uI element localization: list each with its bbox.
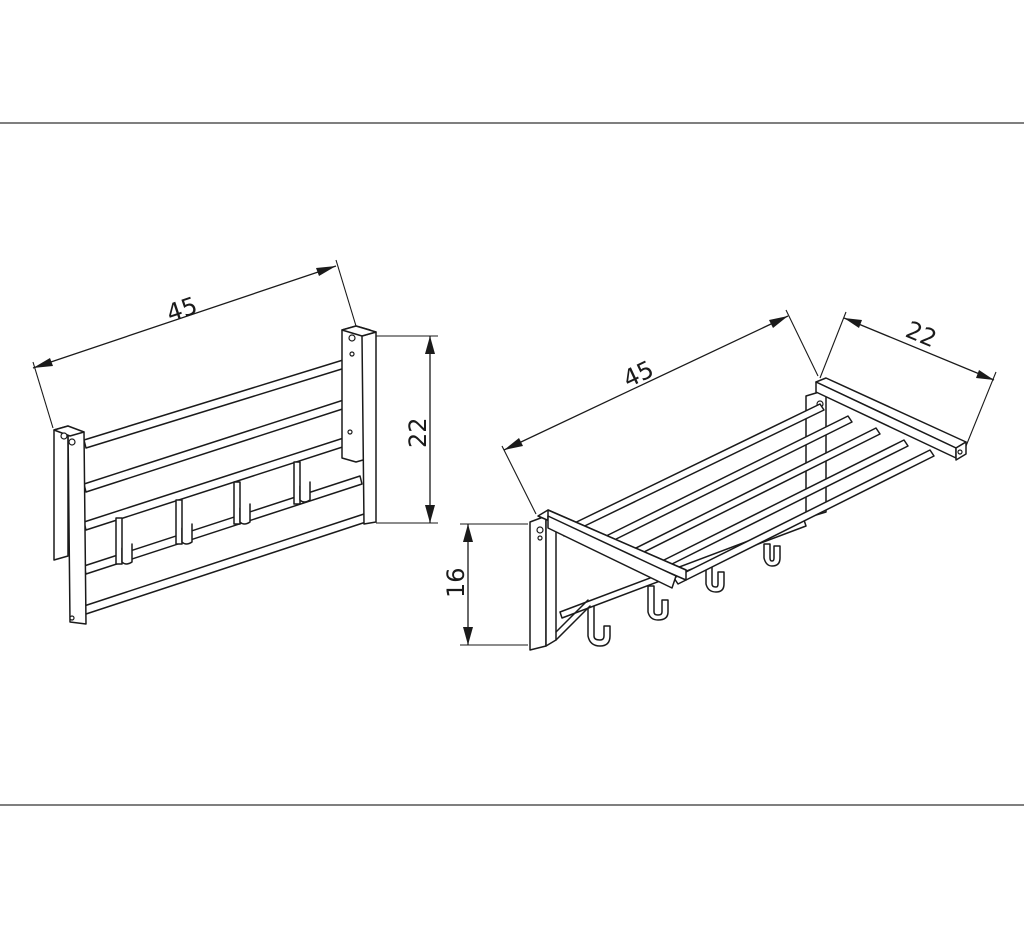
- front-view-rails: [83, 355, 367, 615]
- perspective-depth-label: 22: [902, 316, 941, 354]
- perspective-hooks: [587, 543, 781, 647]
- front-view-left-plate: [53, 425, 87, 625]
- front-height-label: 22: [404, 417, 432, 448]
- front-view-height-dimension: 22: [376, 335, 438, 524]
- perspective-near-arm: [537, 509, 687, 589]
- perspective-left-bracket: [529, 515, 591, 651]
- perspective-height-label: 16: [442, 567, 470, 598]
- front-view: 45 22: [32, 259, 438, 625]
- front-view-right-plate: [341, 325, 377, 525]
- front-view-hooks: [115, 461, 311, 565]
- perspective-far-arm: [815, 377, 967, 461]
- perspective-height-dimension: 16: [442, 523, 528, 646]
- front-view-width-dimension: 45: [32, 259, 357, 429]
- perspective-view: 45 22 16: [442, 309, 997, 651]
- perspective-width-label: 45: [619, 355, 659, 393]
